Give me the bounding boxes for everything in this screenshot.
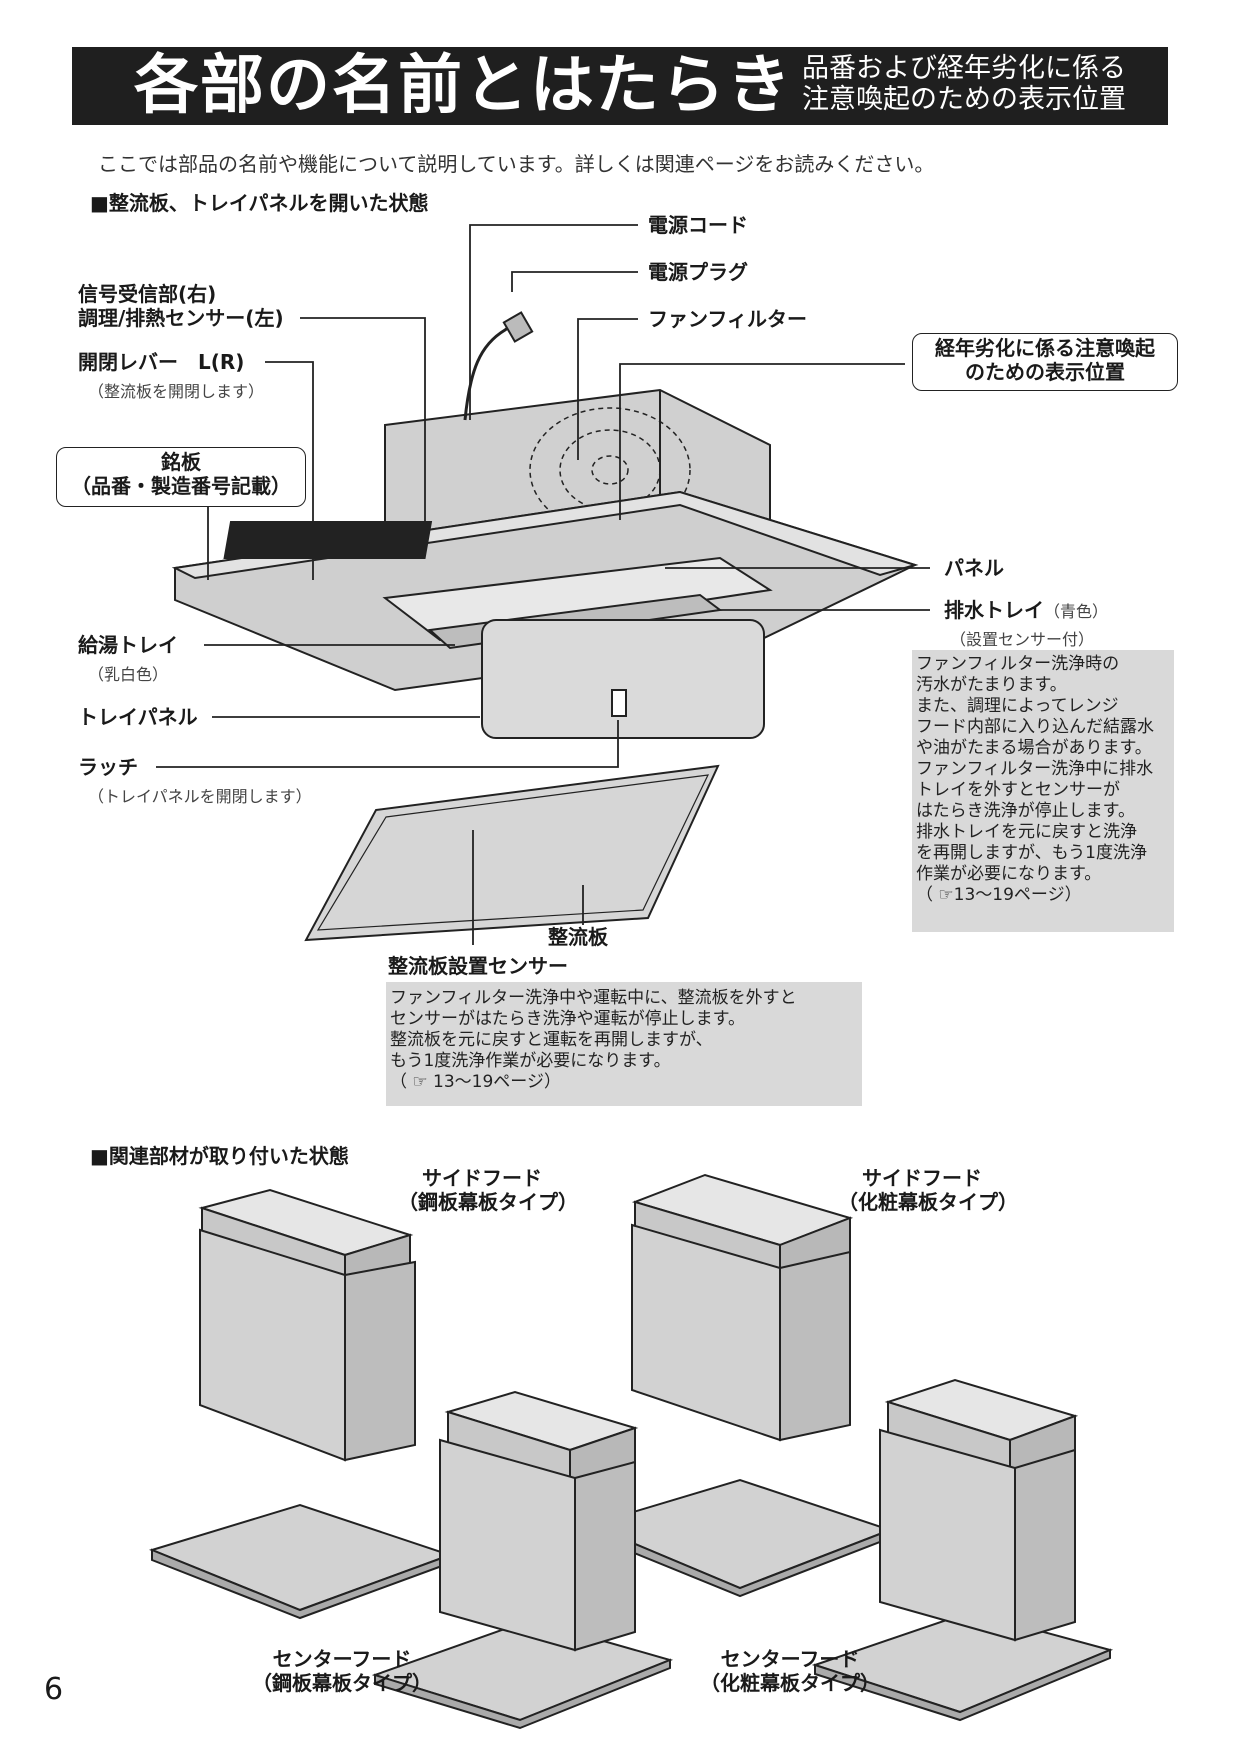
baffle-plate: [304, 764, 720, 942]
baffle-note-line: もう1度洗浄作業が必要になります。: [390, 1051, 671, 1071]
center-hood-steel-line-2: （鋼板幕板タイプ）: [252, 1671, 432, 1695]
drain-note-line: はたらき洗浄が停止します。: [916, 801, 1135, 821]
drain-note-line: 汚水がたまります。: [916, 675, 1067, 695]
section-heading-open-state: ■整流板、トレイパネルを開いた状態: [90, 191, 429, 215]
label-power-plug: 電源プラグ: [648, 260, 748, 284]
intro-text: ここでは部品の名前や機能について説明しています。詳しくは関連ページをお読みくださ…: [98, 152, 935, 176]
nameplate-callout: 銘板 （品番・製造番号記載）: [56, 447, 306, 507]
center-hood-deco-line-1: センターフード: [720, 1647, 860, 1671]
drain-tray-note: （設置センサー付）: [950, 630, 1095, 649]
side-hood-steel-line-1: サイドフード: [422, 1166, 542, 1190]
drain-note-line: ファンフィルター洗浄中に排水: [916, 759, 1154, 779]
page-title: 各部の名前とはたらき: [134, 49, 793, 123]
label-fan-filter: ファンフィルター: [648, 307, 807, 331]
side-hood-deco-line-2: （化粧幕板タイプ）: [838, 1190, 1018, 1214]
label-cooking-sensor: 調理/排熱センサー(左): [78, 306, 284, 330]
drain-note-box: ファンフィルター洗浄時の 汚水がたまります。 また、調理によってレンジ フード内…: [912, 650, 1174, 932]
warning-callout: 経年劣化に係る注意喚起 のための表示位置: [912, 333, 1178, 391]
drain-note-line: や油がたまる場合があります。: [916, 738, 1152, 758]
side-hood-deco-line-1: サイドフード: [862, 1166, 982, 1190]
label-tray-panel: トレイパネル: [78, 705, 198, 729]
label-baffle: 整流板: [548, 925, 608, 949]
label-drain-tray: 排水トレイ: [944, 598, 1044, 622]
page-number: 6: [44, 1672, 64, 1707]
panel-opening: [382, 556, 773, 642]
hot-water-tray-note: （乳白色）: [88, 665, 169, 684]
label-drain-tray-row: 排水トレイ（青色）: [944, 598, 1108, 622]
page-subtitle: 品番および経年劣化に係る 注意喚起のための表示位置: [802, 53, 1126, 115]
subtitle-line-2: 注意喚起のための表示位置: [802, 84, 1126, 115]
label-lever: 開閉レバー L(R): [78, 350, 245, 374]
side-hood-deco-label: サイドフード （化粧幕板タイプ）: [838, 1166, 1018, 1214]
drain-note-line: また、調理によってレンジ: [916, 696, 1119, 716]
baffle-note-line: ファンフィルター洗浄中や運転中に、整流板を外すと: [390, 988, 797, 1008]
label-signal-receiver: 信号受信部(右): [78, 282, 217, 306]
tray-panel: [481, 619, 765, 739]
drain-note-line: トレイを外すとセンサーが: [916, 780, 1120, 800]
drain-note-line: 排水トレイを元に戻すと洗浄: [916, 822, 1137, 842]
drain-note-line: （ ☞13～19ページ）: [916, 885, 1082, 905]
center-hood-deco-label: センターフード （化粧幕板タイプ）: [700, 1647, 880, 1695]
label-baffle-sensor: 整流板設置センサー: [388, 954, 568, 978]
drain-note-line: フード内部に入り込んだ結露水: [916, 717, 1154, 737]
side-hood-steel: [149, 1188, 454, 1620]
baffle-note-line: センサーがはたらき洗浄や運転が停止します。: [390, 1009, 745, 1029]
side-hood-steel-line-2: （鋼板幕板タイプ）: [398, 1190, 578, 1214]
drain-note-line: を再開しますが、もう1度洗浄: [916, 843, 1147, 863]
center-hood-deco-line-2: （化粧幕板タイプ）: [700, 1671, 880, 1695]
lever-note: （整流板を開閉します）: [88, 382, 265, 401]
label-hot-water-tray: 給湯トレイ: [78, 633, 178, 657]
side-hood-steel-label: サイドフード （鋼板幕板タイプ）: [398, 1166, 578, 1214]
center-hood-decorative: [811, 1378, 1114, 1722]
drain-tray-color: （青色）: [1044, 602, 1109, 621]
center-hood-steel: [371, 1390, 674, 1730]
baffle-note-line: （ ☞ 13～19ページ）: [390, 1072, 561, 1092]
latch-note: （トレイパネルを開閉します）: [88, 787, 312, 806]
warning-line-2: のための表示位置: [965, 360, 1125, 384]
center-hood-steel-line-1: センターフード: [272, 1647, 412, 1671]
subtitle-line-1: 品番および経年劣化に係る: [802, 53, 1126, 84]
center-hood-steel-label: センターフード （鋼板幕板タイプ）: [252, 1647, 432, 1695]
baffle-note-box: ファンフィルター洗浄中や運転中に、整流板を外すと センサーがはたらき洗浄や運転が…: [386, 982, 862, 1106]
label-latch: ラッチ: [78, 755, 138, 779]
baffle-note-line: 整流板を元に戻すと運転を再開しますが、: [390, 1030, 713, 1050]
nameplate-line-2: （品番・製造番号記載）: [71, 474, 291, 498]
drain-note-line: 作業が必要になります。: [916, 864, 1102, 884]
drain-note-line: ファンフィルター洗浄時の: [916, 654, 1120, 674]
nameplate-line-1: 銘板: [161, 450, 201, 474]
label-power-cord: 電源コード: [648, 213, 748, 237]
warning-line-1: 経年劣化に係る注意喚起: [935, 336, 1155, 360]
label-panel: パネル: [944, 556, 1004, 580]
section-heading-attached-state: ■関連部材が取り付いた状態: [90, 1144, 349, 1168]
page-header: 各部の名前とはたらき 品番および経年劣化に係る 注意喚起のための表示位置: [72, 47, 1168, 125]
power-cord: [463, 320, 516, 421]
side-hood-decorative: [587, 1173, 893, 1598]
control-strip: [223, 521, 433, 559]
